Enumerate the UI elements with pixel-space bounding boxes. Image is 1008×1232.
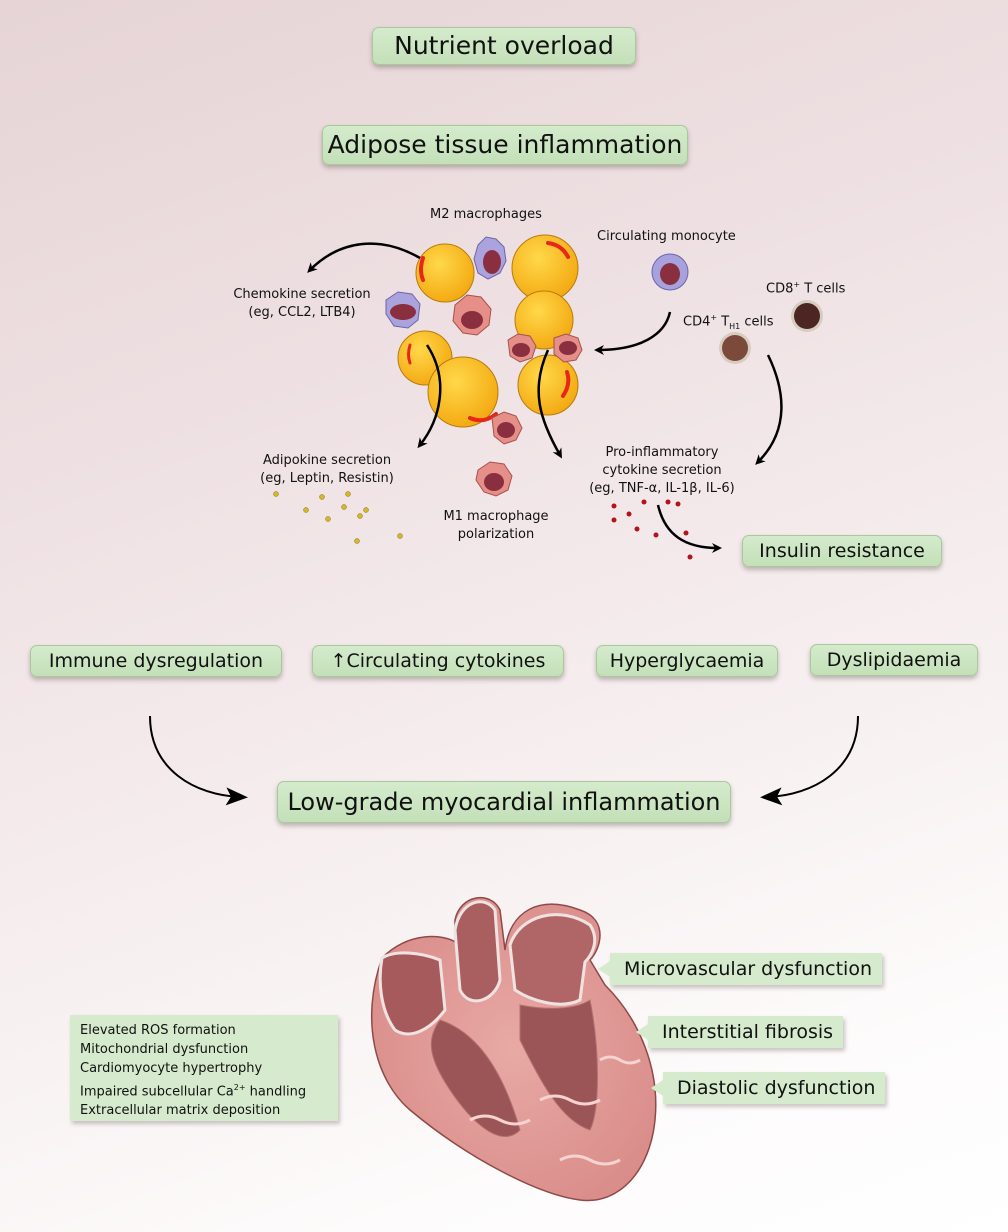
effect-item: Elevated ROS formation: [80, 1023, 236, 1038]
chemokine-label: Chemokine secretion (eg, CCL2, LTB4): [228, 286, 376, 322]
adipose-inflammation-box: Adipose tissue inflammation: [322, 125, 688, 165]
adipocyte-cluster: [397, 234, 579, 428]
arrow-tcell-cytokine: [755, 354, 783, 465]
m1-label-line2: polarization: [457, 527, 535, 542]
arrow-right-to-myocardial: [760, 715, 859, 806]
proinf-label-line2: cytokine secretion: [602, 463, 722, 478]
hyperglycaemia-box: Hyperglycaemia: [596, 645, 778, 677]
adipokine-label-line1: Adipokine secretion: [262, 453, 392, 468]
circulating-cells: [651, 253, 823, 364]
adipocyte: [517, 354, 579, 416]
chemokine-label-line2: (eg, CCL2, LTB4): [248, 305, 356, 320]
cd8-t-cells-label: CD8+ T cells: [766, 280, 846, 297]
nutrient-overload-box: Nutrient overload: [372, 27, 636, 65]
chemokine-label-line1: Chemokine secretion: [233, 287, 371, 302]
adipocyte: [514, 290, 574, 350]
up-arrow-icon: ↑: [330, 650, 347, 672]
heart-illustration: [371, 896, 657, 1202]
m1-label-line1: M1 macrophage: [443, 509, 549, 524]
cd4-t-cell: [722, 335, 748, 361]
effect-item: Impaired subcellular Ca2+ handling: [80, 1083, 307, 1100]
adipocyte: [415, 243, 475, 303]
cd8-t-cell: [794, 303, 820, 329]
effect-item: Mitochondrial dysfunction: [80, 1042, 249, 1057]
microvascular-dysfunction-tag: Microvascular dysfunction: [597, 953, 883, 985]
cytokine-particles: [611, 499, 693, 560]
arrow-left-to-myocardial: [149, 715, 248, 806]
adipokine-label-line2: (eg, Leptin, Resistin): [260, 471, 394, 486]
insulin-resistance-box: Insulin resistance: [742, 535, 942, 567]
effect-item: Cardiomyocyte hypertrophy: [80, 1061, 263, 1076]
arrow-monocyte-recruitment: [594, 311, 672, 355]
m1-macrophages: [452, 294, 583, 497]
adipokine-particles: [273, 491, 403, 544]
m2-macrophages-label: M2 macrophages: [430, 207, 542, 222]
myocardial-inflammation-box: Low-grade myocardial inflammation: [277, 781, 731, 823]
effect-item: Extracellular matrix deposition: [80, 1103, 281, 1119]
cd4-th1-cells-label: CD4+ TH1 cells: [683, 313, 774, 331]
arrow-to-chemokine: [307, 242, 421, 273]
proinf-label-line1: Pro-inflammatory: [605, 445, 719, 460]
dyslipidaemia-box: Dyslipidaemia: [810, 644, 978, 676]
circulating-cytokines-box: ↑Circulating cytokines: [312, 645, 564, 677]
arrow-to-insulin-resistance: [656, 504, 722, 553]
arrow-to-adipokine: [417, 344, 442, 449]
immune-dysregulation-box: Immune dysregulation: [30, 645, 282, 677]
interstitial-fibrosis-tag: Interstitial fibrosis: [635, 1016, 844, 1048]
m1-polarization-label: M1 macrophage polarization: [440, 508, 552, 544]
circulating-monocyte-label: Circulating monocyte: [597, 229, 736, 244]
diastolic-dysfunction-tag: Diastolic dysfunction: [650, 1072, 886, 1104]
cellular-effects-callout: Elevated ROS formation Mitochondrial dys…: [70, 1015, 338, 1121]
adipocyte: [427, 356, 499, 428]
adipokine-label: Adipokine secretion (eg, Leptin, Resisti…: [252, 452, 402, 488]
pro-inflammatory-label: Pro-inflammatory cytokine secretion (eg,…: [582, 444, 742, 498]
proinf-label-line3: (eg, TNF-α, IL-1β, IL-6): [589, 481, 735, 496]
flow-arrows: [149, 242, 859, 806]
arrow-to-cytokine: [537, 349, 562, 459]
m2-macrophages: [385, 236, 507, 329]
